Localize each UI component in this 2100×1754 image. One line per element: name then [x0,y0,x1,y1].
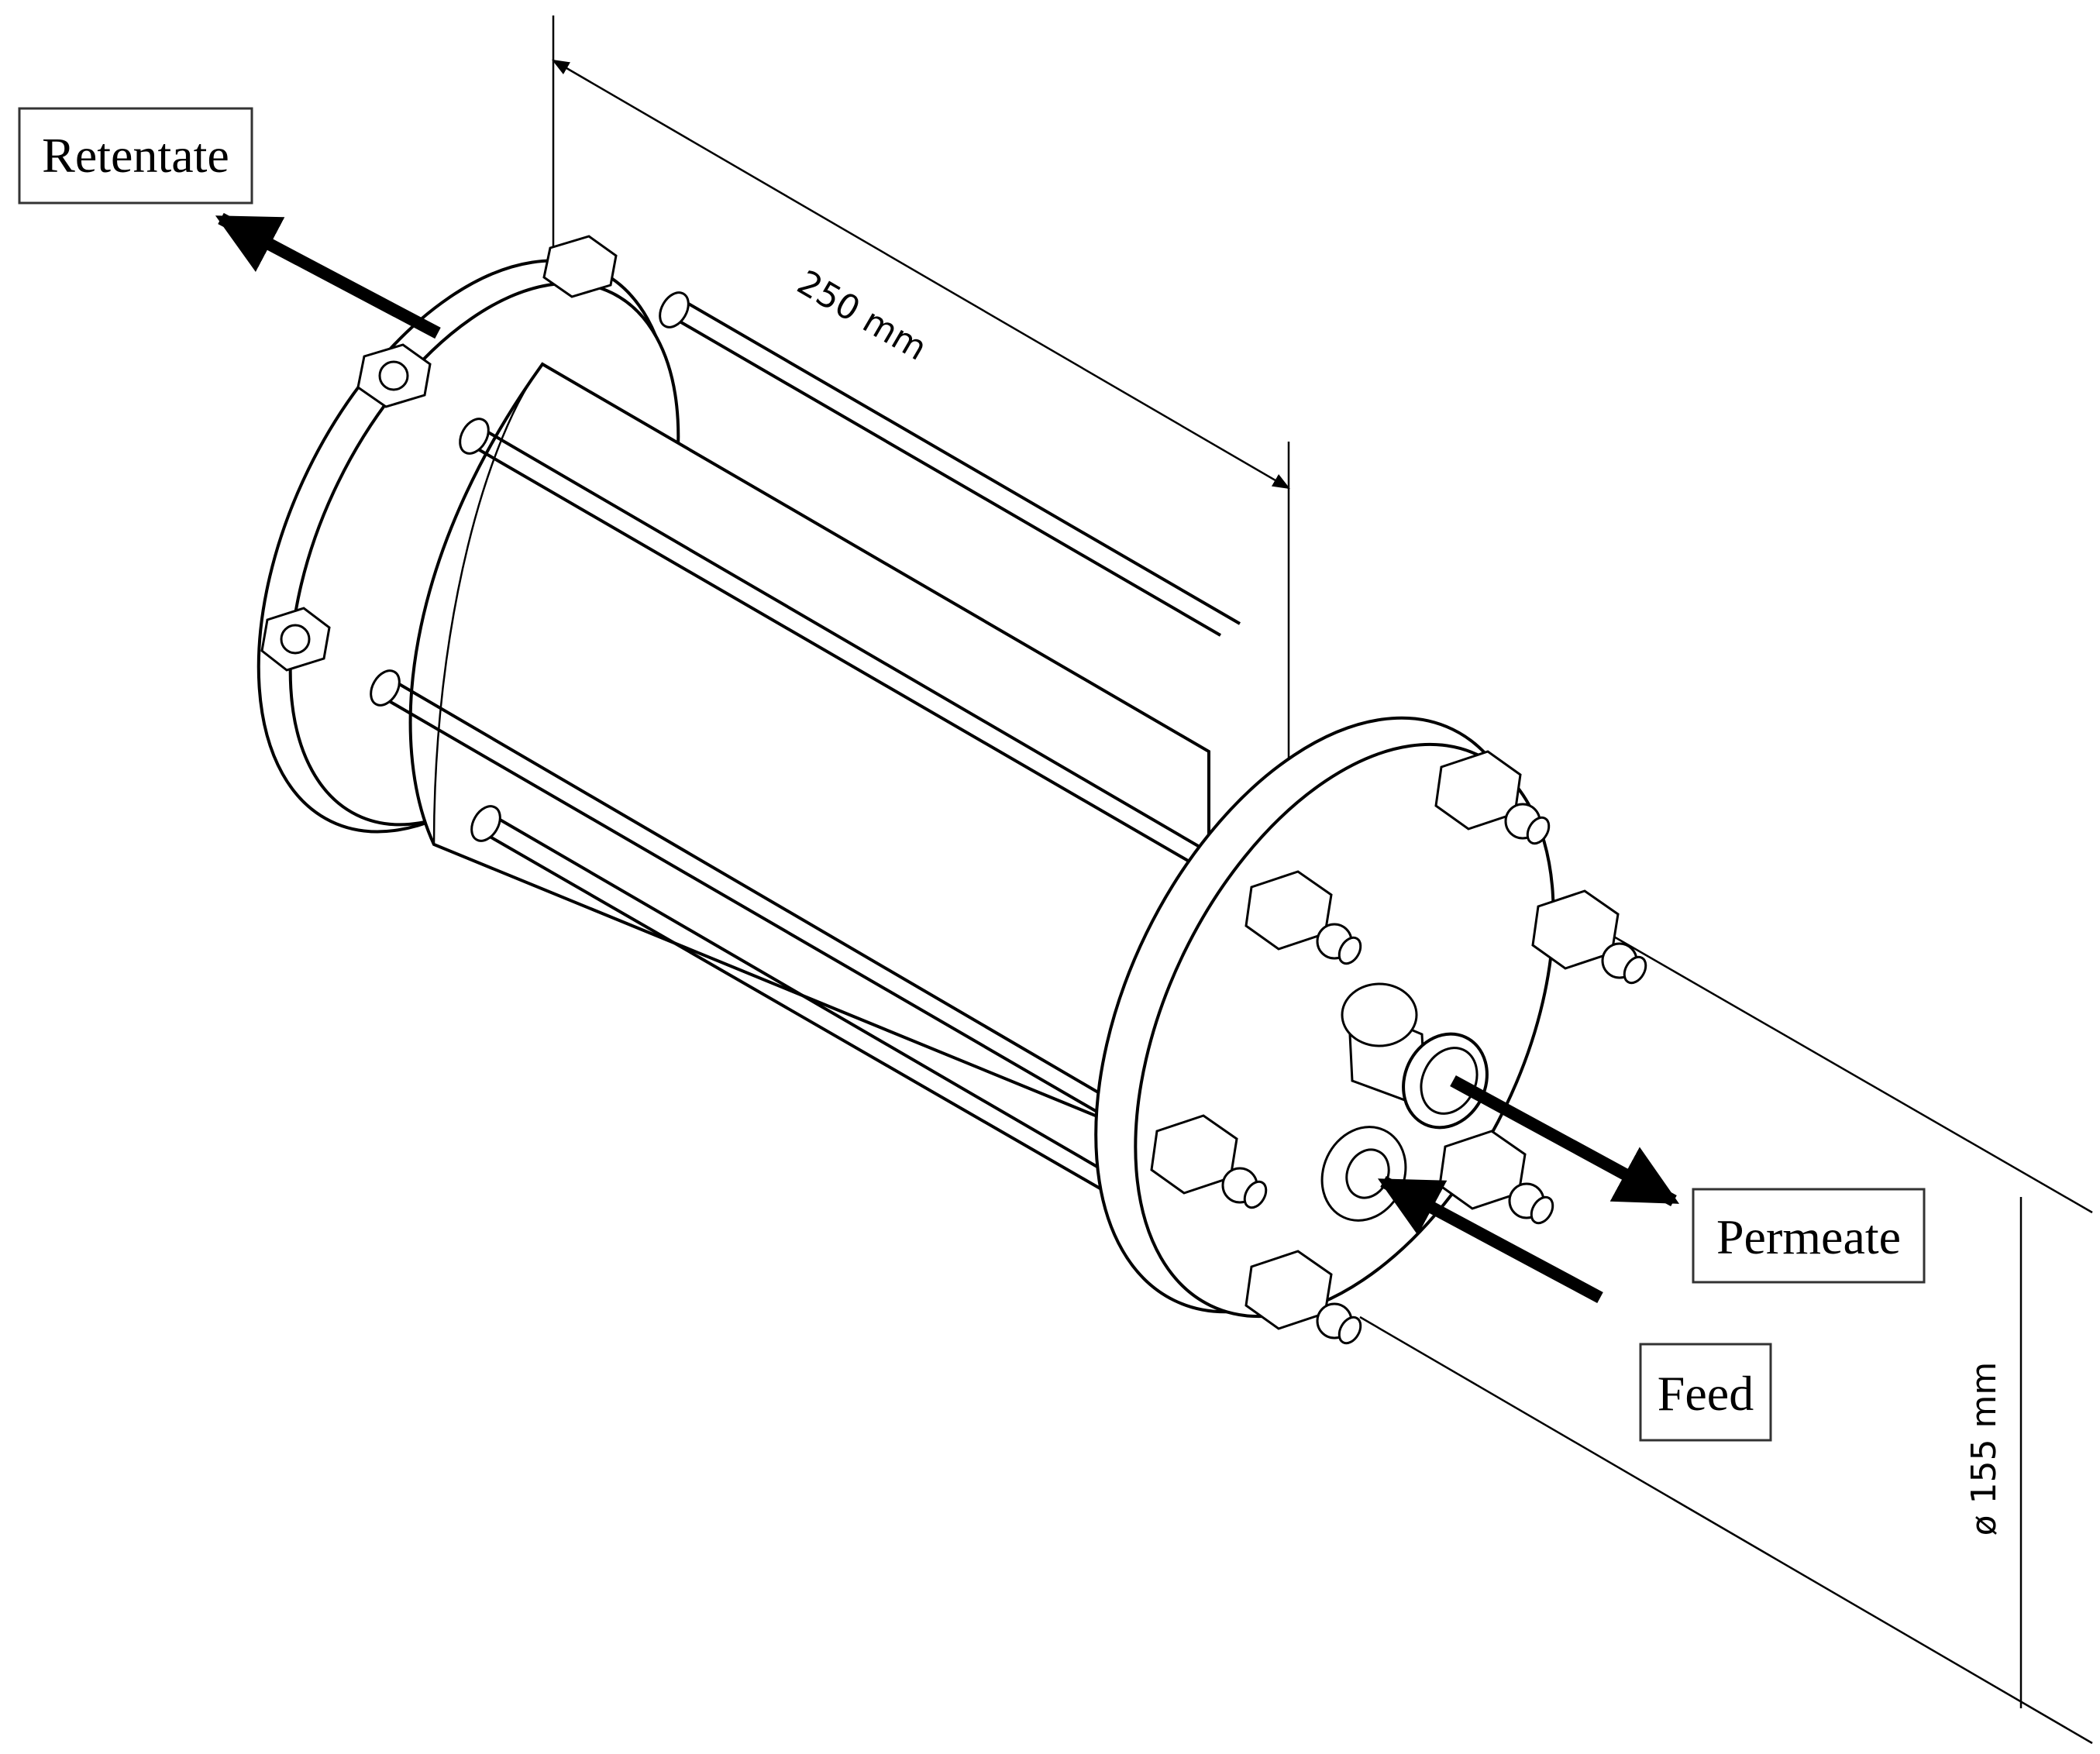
diameter-extension-line-bottom [1359,1316,2093,1745]
hex-nut [1245,870,1362,965]
retentate-flow-arrow [215,212,441,339]
back-flange-nut [260,607,331,672]
hex-nut [1150,1114,1268,1209]
feed-label: Feed [1658,1366,1754,1421]
back-flange-nut [356,343,432,408]
length-dimension-line [552,59,1290,490]
permeate-label-box: Permeate [1692,1188,1926,1284]
cylinder-body [408,362,1210,1164]
tie-rod [470,805,1117,1195]
tie-rods [370,291,1241,1195]
retentate-label-box: Retentate [18,107,253,205]
tie-rod [459,418,1210,865]
back-flange-nut [542,235,618,298]
hex-nut [1245,1250,1362,1345]
hex-nut [1531,889,1647,985]
tie-rod [370,669,1133,1129]
hex-nut [1434,750,1551,845]
feed-flow-arrow [1377,1175,1603,1304]
permeate-label: Permeate [1716,1209,1901,1264]
feed-label-box: Feed [1639,1343,1772,1442]
hex-nut [1438,1130,1554,1225]
permeate-flow-arrow [1450,1075,1680,1207]
diameter-dimension-label: ø 155 mm [1964,1362,2004,1536]
length-dimension-label: 250 mm [790,263,933,368]
tie-rod [659,291,1241,637]
retentate-label: Retentate [42,128,229,183]
front-flange-nuts [1150,750,1647,1345]
permeate-outlet-fitting [1341,982,1489,1130]
